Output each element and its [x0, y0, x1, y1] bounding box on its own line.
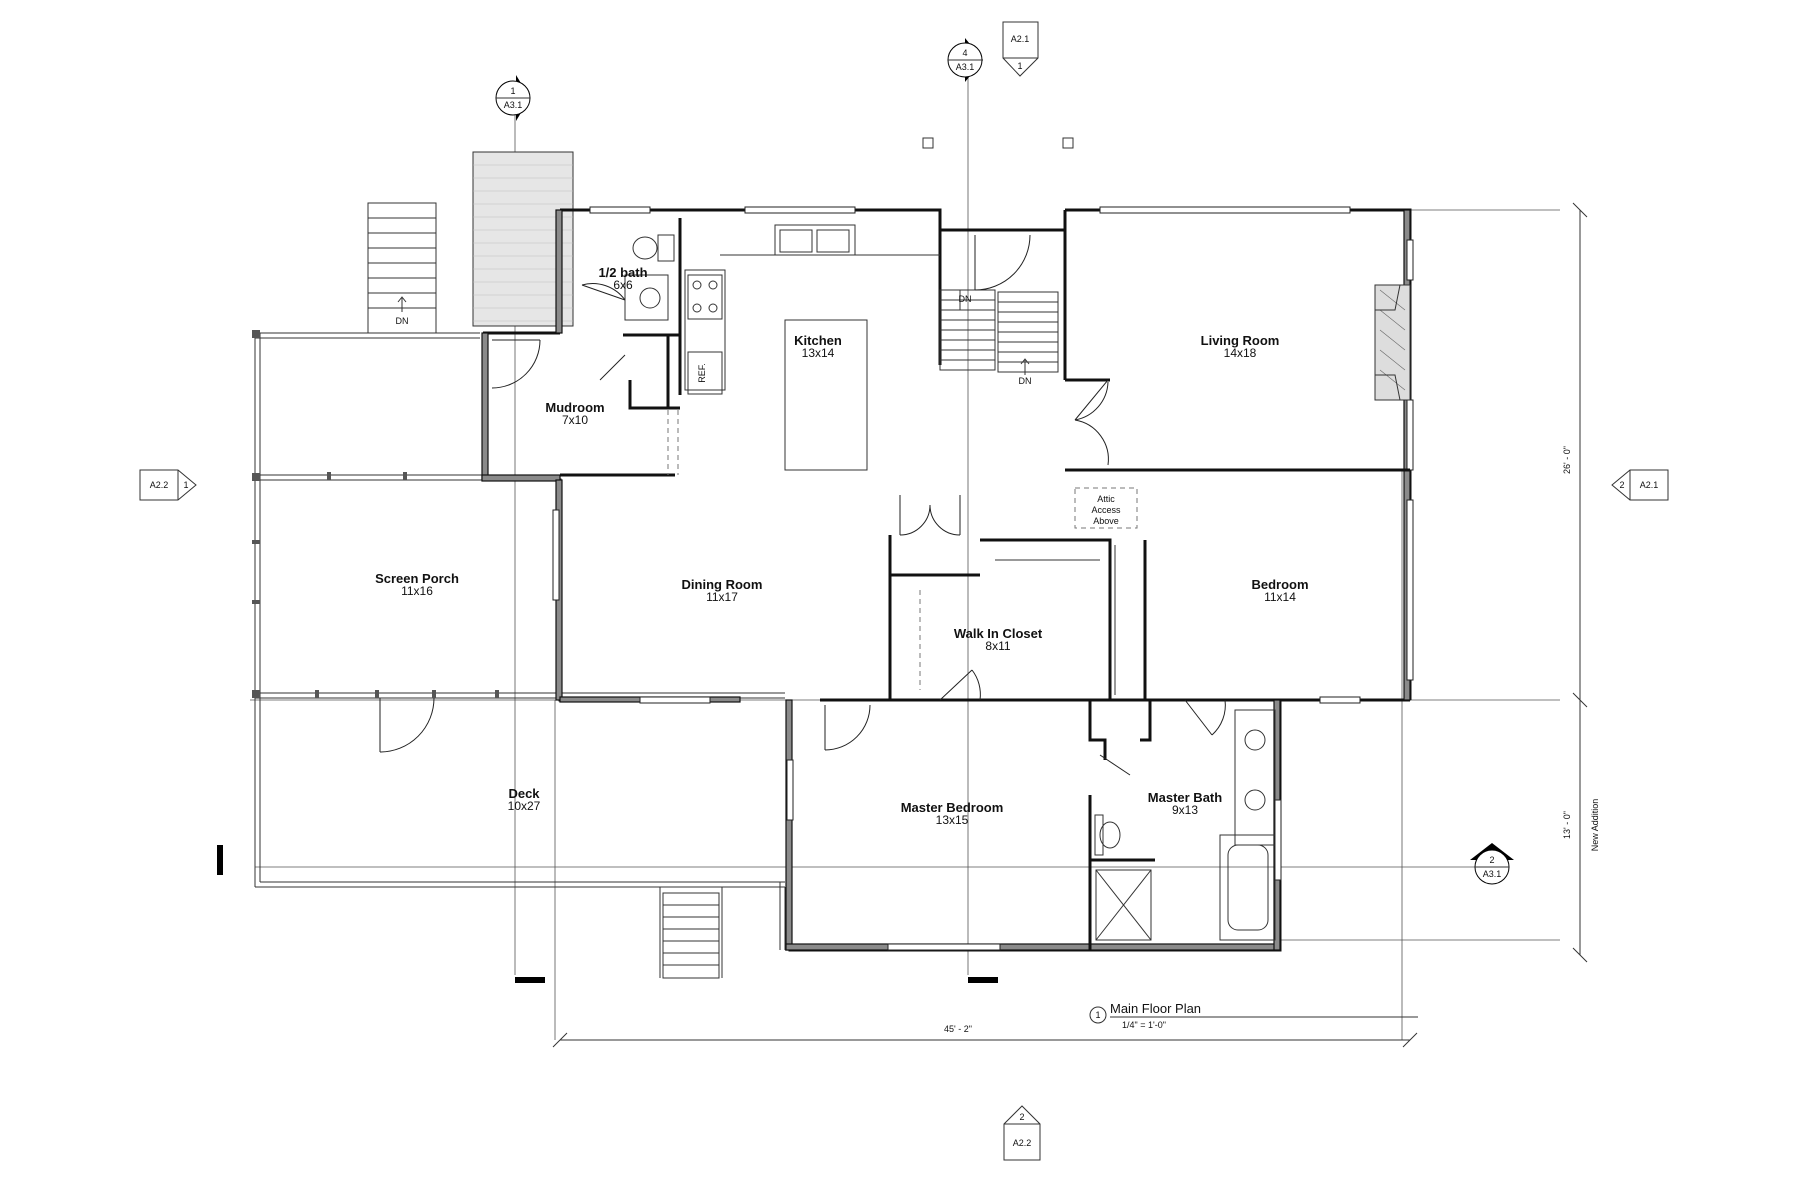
addition-note: New Addition [1590, 799, 1600, 852]
room-master-bedroom-size: 13x15 [936, 813, 969, 827]
section-marker-2: 2 A3.1 [1470, 843, 1514, 885]
title-block: 1 Main Floor Plan 1/4" = 1'-0" [1089, 1001, 1418, 1030]
room-living-size: 14x18 [1224, 346, 1257, 360]
room-closet-size: 8x11 [985, 639, 1010, 653]
elev-left-num: 1 [183, 480, 188, 490]
room-deck-name: Deck [508, 786, 540, 801]
room-mudroom-size: 7x10 [562, 413, 588, 427]
room-bedroom-name: Bedroom [1251, 577, 1308, 592]
section-marker-1: 1 A3.1 [495, 75, 531, 121]
room-screen-porch-size: 11x16 [401, 584, 433, 598]
refrigerator-label: REF. [697, 363, 707, 383]
title-number: 1 [1095, 1010, 1100, 1020]
room-half-bath-name: 1/2 bath [598, 265, 647, 280]
dim-width: 45' - 2" [944, 1024, 972, 1034]
title-text: Main Floor Plan [1110, 1001, 1201, 1016]
exterior-stair-top: DN [367, 202, 437, 334]
reference-lines [250, 75, 1560, 1040]
stair-dn-upper: DN [959, 294, 972, 304]
room-master-bath-size: 9x13 [1172, 803, 1198, 817]
room-screen-porch-name: Screen Porch [375, 571, 459, 586]
section-2-sheet: A3.1 [1483, 869, 1502, 879]
room-deck-size: 10x27 [508, 799, 541, 813]
room-mudroom-name: Mudroom [545, 400, 604, 415]
room-dining-size: 11x17 [706, 590, 738, 604]
attic-label-2: Access [1091, 505, 1121, 515]
room-master-bedroom-name: Master Bedroom [901, 800, 1004, 815]
section-4-sheet: A3.1 [956, 62, 975, 72]
room-half-bath-size: 6x6 [613, 278, 633, 292]
elev-bottom-sheet: A2.2 [1013, 1138, 1032, 1148]
room-bedroom-size: 11x14 [1264, 590, 1296, 604]
room-living-name: Living Room [1201, 333, 1280, 348]
deck-stair [659, 887, 723, 979]
elevation-marker-top: A2.1 1 [1002, 21, 1039, 77]
elev-top-sheet: A2.1 [1011, 34, 1030, 44]
elevation-marker-bottom: 2 A2.2 [1003, 1105, 1041, 1161]
room-kitchen-size: 13x14 [802, 346, 835, 360]
elev-bottom-num: 2 [1019, 1112, 1024, 1122]
room-kitchen-name: Kitchen [794, 333, 842, 348]
elev-left-sheet: A2.2 [150, 480, 169, 490]
elev-right-num: 2 [1619, 480, 1624, 490]
section-marker-4: 4 A3.1 [947, 38, 983, 82]
porch-deck-outline [217, 330, 792, 951]
room-labels: 1/2 bath 6x6 Kitchen 13x14 Living Room 1… [375, 265, 1308, 827]
section-2-num: 2 [1489, 855, 1494, 865]
dim-height-addition: 13' - 0" [1562, 811, 1572, 839]
elev-top-num: 1 [1017, 61, 1022, 71]
elevation-marker-left: A2.2 1 [139, 469, 197, 501]
attic-label-1: Attic [1097, 494, 1115, 504]
room-master-bath-name: Master Bath [1148, 790, 1222, 805]
section-1-sheet: A3.1 [504, 100, 523, 110]
fireplace [1374, 284, 1411, 401]
section-4-num: 4 [962, 48, 967, 58]
elevation-marker-right: A2.1 2 [1611, 469, 1669, 501]
room-dining-name: Dining Room [682, 577, 763, 592]
dimensions: 26' - 0" 13' - 0" New Addition 45' - 2" [552, 202, 1600, 1048]
elev-right-sheet: A2.1 [1640, 480, 1659, 490]
walls: REF. DN DN [481, 137, 1414, 983]
dim-height-main: 26' - 0" [1562, 446, 1572, 474]
section-1-num: 1 [510, 86, 515, 96]
room-closet-name: Walk In Closet [954, 626, 1043, 641]
attic-label-3: Above [1093, 516, 1119, 526]
stair-dn-lower: DN [1019, 376, 1032, 386]
title-scale: 1/4" = 1'-0" [1122, 1020, 1166, 1030]
stair-dn-label: DN [396, 316, 409, 326]
